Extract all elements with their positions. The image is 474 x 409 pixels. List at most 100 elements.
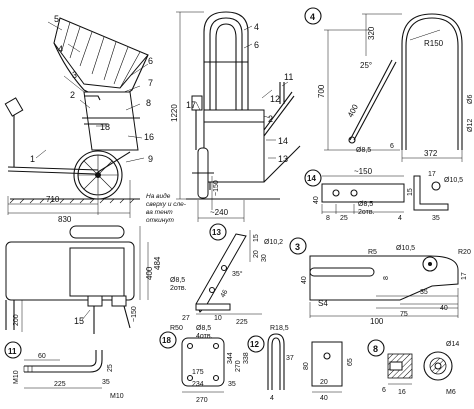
front-body	[203, 109, 265, 183]
dim-400-plan: 400	[145, 266, 154, 280]
dim-484: 484	[153, 256, 162, 270]
note-block: На виде сверху и сле- ва тент откинут	[146, 192, 187, 224]
dim-1220: 1220	[170, 104, 179, 122]
dim-15-detail14: 15	[407, 188, 414, 196]
detail-3: 3 R5 Ø10,5 R20 40 8 17 35 40 S4 75 100	[289, 237, 471, 326]
dim-46: 46	[220, 289, 230, 299]
detail-3-plate	[309, 255, 459, 301]
dim-m10-a: M10	[13, 370, 20, 384]
plan-view: 484 400 200 ~150 15	[5, 225, 162, 334]
front-callout-11: 11	[284, 72, 293, 82]
dim-35-detail18: 35	[228, 381, 236, 388]
callout-18: 18	[100, 122, 110, 132]
dim-o85-detail18: Ø8,5	[196, 325, 211, 332]
dim-4-detail12: 4	[270, 395, 274, 402]
dim-2otv-detail14: 2отв.	[358, 209, 375, 216]
dim-o14: Ø14	[446, 341, 459, 348]
callout-3: 3	[72, 70, 77, 80]
dim-6-detail4: 6	[390, 143, 394, 150]
dim-75: 75	[400, 311, 408, 318]
dim-25-detail11: 25	[107, 364, 114, 372]
front-callout-14: 14	[278, 136, 288, 146]
detail-4-number: 4	[310, 12, 315, 22]
dim-r5: R5	[368, 249, 377, 256]
dim-35deg: 35°	[232, 270, 243, 278]
dim-150-detail14: ~150	[354, 167, 373, 176]
detail-12-number: 12	[250, 340, 259, 349]
dim-225-detail13: 225	[236, 319, 248, 326]
dim-710: 710	[46, 195, 60, 204]
dim-r50: R50	[170, 325, 183, 332]
dim-6-detail8: 6	[382, 387, 386, 394]
dim-372: 372	[424, 149, 438, 158]
callout-6: 6	[148, 56, 153, 66]
callout-2: 2	[70, 90, 75, 100]
dim-r185: R18,5	[270, 325, 289, 332]
dim-17-detail14: 17	[428, 171, 436, 178]
front-view: 4 6 11 12 2 14 13 17 1220 ~150 ~240	[170, 11, 301, 222]
detail-12-badge	[247, 335, 265, 353]
dim-o105-detail14: Ø10,5	[444, 177, 463, 184]
canopy-frame	[53, 42, 97, 97]
handle-plate	[4, 97, 24, 117]
front-callout-2: 2	[268, 114, 273, 124]
dim-175: 175	[192, 369, 204, 376]
dim-10-detail13: 10	[214, 315, 222, 322]
dim-830: 830	[58, 215, 72, 224]
front-callout-17: 17	[186, 100, 196, 110]
dim-25deg: 25°	[360, 61, 372, 70]
note-line-1: На виде	[146, 192, 171, 200]
dim-o85-detail14: Ø8,5	[358, 201, 373, 208]
dim-150-plan: ~150	[131, 306, 138, 322]
detail-12: 12 R18,5 37 4 80 65 20 40	[247, 325, 354, 402]
dim-16: 16	[398, 389, 406, 396]
callout-9: 9	[148, 154, 153, 164]
dim-700: 700	[317, 84, 326, 98]
front-callout-6: 6	[254, 40, 259, 50]
detail-11: 11 60 M10 25 225 35 M10	[4, 341, 124, 400]
dim-270v: 270	[235, 360, 242, 372]
detail-14-number: 14	[307, 174, 316, 183]
detail-12-bracket	[311, 341, 343, 387]
dim-338: 338	[243, 352, 250, 364]
note-line-2: сверху и сле-	[146, 201, 187, 208]
seat-body	[83, 91, 139, 151]
dim-r150: R150	[424, 39, 444, 48]
dim-344: 344	[227, 352, 234, 364]
side-view: 1 2 3 4 5 6 7 8 9 16 18 710 830	[4, 14, 154, 224]
dim-4-detail14: 4	[398, 215, 402, 222]
detail-18-number: 18	[162, 336, 171, 345]
dim-400-strut: 400	[346, 102, 360, 118]
dim-27: 27	[182, 315, 190, 322]
dim-37: 37	[286, 355, 294, 362]
dim-40-detail3: 40	[301, 276, 308, 284]
detail-8-badge	[367, 339, 385, 357]
detail-11-number: 11	[8, 347, 17, 356]
dim-o102: Ø10,2	[264, 239, 283, 246]
detail-13: 13 15 20 30 Ø10,2 Ø8,5 2отв. 35° 46 27 1…	[170, 223, 283, 326]
dim-2otv-detail13: 2отв.	[170, 285, 187, 292]
dim-35-detail14: 35	[432, 215, 440, 222]
front-callout-13: 13	[278, 154, 288, 164]
detail-8-number: 8	[373, 344, 378, 354]
dim-270h: 270	[196, 397, 208, 404]
dim-35-detail11: 35	[102, 379, 110, 386]
dim-o105-detail3: Ø10,5	[396, 245, 415, 252]
callout-1: 1	[30, 154, 35, 164]
dim-60: 60	[38, 353, 46, 360]
detail-11-badge	[4, 341, 22, 359]
dim-20-detail13: 20	[253, 250, 260, 258]
dim-20-detail12: 20	[320, 379, 328, 386]
callout-5: 5	[54, 14, 59, 24]
callout-8: 8	[146, 98, 151, 108]
note-line-3: ва тент	[146, 209, 173, 216]
dim-25-detail14: 25	[340, 215, 348, 222]
dim-225-detail11: 225	[54, 381, 66, 388]
detail-14-badge	[304, 169, 322, 187]
note-line-4: откинут	[146, 217, 175, 224]
dim-o12: Ø12	[467, 119, 474, 132]
dim-40-detail12: 40	[320, 395, 328, 402]
detail-12-hook	[267, 333, 285, 390]
dim-200: 200	[13, 314, 20, 326]
dim-8-detail14: 8	[326, 215, 330, 222]
